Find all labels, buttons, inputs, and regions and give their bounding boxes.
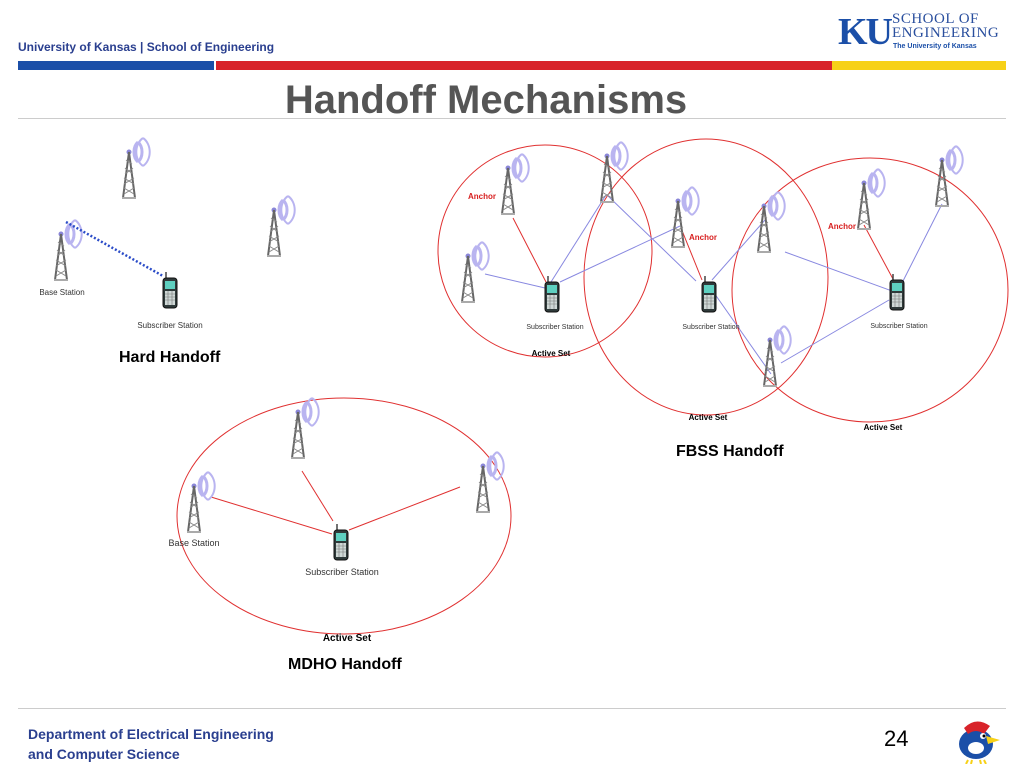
phone-icon [333,523,349,561]
active-set-label: Active Set [864,423,903,432]
subscriber-label: Subscriber Station [526,324,583,331]
phone-icon [889,273,905,311]
tower-icon [474,450,506,514]
caption-mdho-handoff: MDHO Handoff [288,656,402,673]
fbss-handoff-diagram: Anchor Anchor Anchor Subscriber Station … [437,138,1009,432]
anchor-label: Anchor [689,233,717,242]
footer-dept-line-2: and Computer Science [28,746,180,762]
ku-engineering-logo: KU SCHOOL OF ENGINEERING The University … [836,10,1006,54]
subscriber-label: Subscriber Station [137,321,202,330]
header-bar-blue [18,61,214,70]
tower-icon [761,324,793,388]
slide-title: Handoff Mechanisms [284,78,688,122]
logo-line-3: The University of Kansas [893,43,977,50]
subscriber-label: Subscriber Station [305,567,379,577]
header-org-name: University of Kansas | School of Enginee… [18,40,275,54]
subscriber-label: Subscriber Station [682,324,739,331]
base-station-label: Base Station [168,538,219,548]
logo-line-2: ENGINEERING [892,25,1000,41]
caption-hard-handoff: Hard Handoff [119,349,221,366]
active-set-label: Active Set [323,633,372,644]
tower-icon [265,194,297,258]
tower-icon [598,140,630,204]
tower-icon [120,136,152,200]
footer-dept-line-1: Department of Electrical Engineering [28,726,274,742]
tower-icon [459,240,491,304]
subscriber-label: Subscriber Station [870,323,927,330]
dotted-link [65,220,164,278]
base-station-label: Base Station [39,288,84,297]
coverage-circle [583,138,829,416]
page-number: 24 [884,726,909,751]
anchor-label: Anchor [828,222,856,231]
jayhawk-mascot-icon [959,721,1000,764]
active-set-label: Active Set [689,413,728,422]
caption-fbss-handoff: FBSS Handoff [676,443,784,460]
logo-ku: KU [838,11,893,53]
mdho-handoff-diagram: Base Station Subscriber Station Active S… [168,396,512,644]
footer-rule [18,708,1006,709]
title-rule [18,118,1006,119]
anchor-label: Anchor [468,192,496,201]
tower-icon [755,190,787,254]
phone-icon [162,271,178,309]
phone-icon [544,275,560,313]
coverage-circle [731,157,1009,423]
header-bar-red [216,61,832,70]
tower-icon [933,144,965,208]
coverage-circle [437,144,653,358]
coverage-circle [176,397,512,635]
tower-icon [499,152,531,216]
hard-handoff-diagram [52,136,297,309]
tower-icon [289,396,321,460]
header-bar-yellow [832,61,1006,70]
phone-icon [701,275,717,313]
tower-icon [185,470,217,534]
active-set-label: Active Set [532,349,571,358]
logo-line-1: SCHOOL OF [892,11,979,27]
tower-icon [855,167,887,231]
footer-department: Department of Electrical Engineering and… [28,724,274,764]
